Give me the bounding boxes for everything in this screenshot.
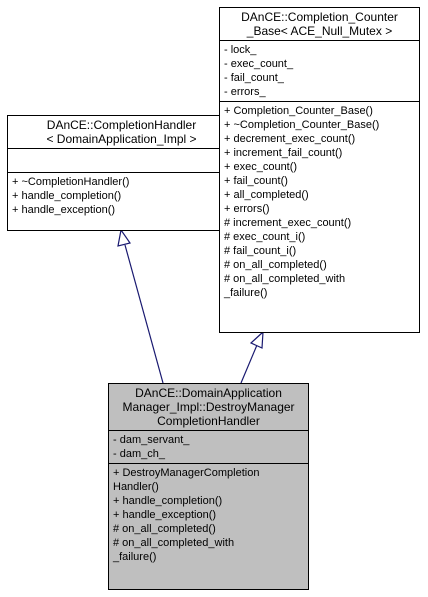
class-destroy-manager-operations: + DestroyManagerCompletion Handler() + h…	[109, 463, 308, 566]
class-destroy-manager-title: DAnCE::DomainApplication Manager_Impl::D…	[109, 384, 308, 430]
attribute: - dam_ch_	[113, 448, 165, 460]
class-counter-base-title: DAnCE::Completion_Counter _Base< ACE_Nul…	[220, 8, 419, 40]
operation: + handle_exception()	[113, 509, 217, 521]
operation: # exec_count_i()	[224, 231, 306, 243]
operation: + all_completed()	[224, 189, 309, 201]
class-completion-handler-attributes	[8, 148, 235, 172]
class-counter-base-operations: + Completion_Counter_Base() + ~Completio…	[220, 101, 419, 302]
operation: _failure()	[224, 287, 268, 299]
class-counter-base-attributes: - lock_ - exec_count_ - fail_count_ - er…	[220, 40, 419, 101]
operation: # on_all_completed_with	[224, 273, 346, 285]
class-title-line: Manager_Impl::DestroyManager	[122, 400, 295, 414]
operation: # on_all_completed_with	[113, 537, 235, 549]
operation: _failure()	[113, 551, 157, 563]
attribute: - errors_	[224, 86, 266, 98]
class-completion-handler[interactable]: DAnCE::CompletionHandler < DomainApplica…	[7, 115, 236, 231]
class-completion-handler-operations: + ~CompletionHandler() + handle_completi…	[8, 172, 235, 219]
operation: + DestroyManagerCompletion	[113, 467, 260, 479]
class-title-line: DAnCE::CompletionHandler	[46, 118, 197, 132]
class-completion-counter-base[interactable]: DAnCE::Completion_Counter _Base< ACE_Nul…	[219, 7, 420, 333]
class-destroy-manager-completion-handler[interactable]: DAnCE::DomainApplication Manager_Impl::D…	[108, 383, 309, 590]
operation: # on_all_completed()	[224, 259, 327, 271]
class-title-line: < DomainApplication_Impl >	[46, 132, 197, 146]
class-title-line: DAnCE::DomainApplication	[135, 386, 282, 400]
operation: + fail_count()	[224, 175, 288, 187]
operation: + errors()	[224, 203, 270, 215]
operation: + ~Completion_Counter_Base()	[224, 119, 380, 131]
operation: + ~CompletionHandler()	[12, 176, 130, 188]
operation: # increment_exec_count()	[224, 217, 352, 229]
operation: # fail_count_i()	[224, 245, 297, 257]
edge-destroy-to-counter-base	[240, 344, 258, 384]
class-title-line: _Base< ACE_Null_Mutex >	[246, 24, 393, 38]
operation: + handle_completion()	[12, 190, 122, 202]
attribute: - exec_count_	[224, 58, 294, 70]
class-title-line: DAnCE::Completion_Counter	[241, 10, 398, 24]
inheritance-arrowhead-right	[249, 330, 264, 349]
operation: + increment_fail_count()	[224, 147, 343, 159]
operation: + handle_completion()	[113, 495, 223, 507]
class-destroy-manager-attributes: - dam_servant_ - dam_ch_	[109, 430, 308, 463]
operation: # on_all_completed()	[113, 523, 216, 535]
inheritance-arrowhead-left	[117, 228, 131, 247]
attribute: - dam_servant_	[113, 434, 190, 446]
operation: Handler()	[113, 481, 159, 493]
operation: + handle_exception()	[12, 204, 116, 216]
class-title-line: CompletionHandler	[157, 414, 260, 428]
operation: + decrement_exec_count()	[224, 133, 356, 145]
attribute: - lock_	[224, 44, 257, 56]
edge-destroy-to-completion-handler	[124, 244, 164, 384]
operation: + exec_count()	[224, 161, 298, 173]
attribute: - fail_count_	[224, 72, 284, 84]
class-completion-handler-title: DAnCE::CompletionHandler < DomainApplica…	[8, 116, 235, 148]
operation: + Completion_Counter_Base()	[224, 105, 373, 117]
